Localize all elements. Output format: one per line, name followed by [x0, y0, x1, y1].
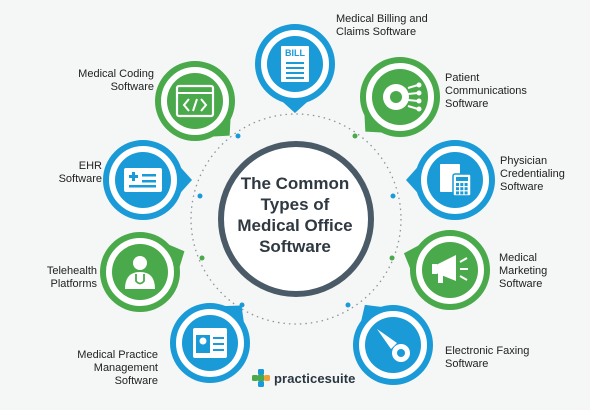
nodes-layer: BILL — [100, 24, 495, 385]
label-billing: Medical Billing and Claims Software — [336, 13, 428, 38]
label-telehealth: Telehealth Platforms — [46, 265, 97, 290]
health-card-icon — [124, 168, 162, 192]
node-marketing — [403, 230, 490, 310]
brand-logo: practicesuite — [252, 367, 356, 389]
label-marketing: Medical Marketing Software — [499, 252, 548, 290]
ring-dot — [389, 255, 395, 261]
node-practice-mgmt — [170, 303, 250, 383]
label-coding: Medical Coding Software — [78, 68, 154, 93]
profile-window-icon — [193, 328, 227, 358]
label-credentialing: Physician Credentialing Software — [500, 155, 565, 193]
node-billing: BILL — [255, 24, 335, 113]
label-practice-mgmt: Medical Practice Management Software — [77, 349, 158, 387]
dotted-ring — [190, 113, 402, 325]
center-title: The Common Types of Medical Office Softw… — [237, 174, 353, 256]
node-patient-comms — [360, 57, 440, 137]
brand-name: practicesuite — [274, 370, 356, 386]
node-coding — [155, 61, 235, 141]
code-window-icon — [175, 84, 215, 118]
label-ehr: EHR Software — [58, 160, 102, 185]
bill-document-icon: BILL — [281, 46, 309, 82]
calculator-document-icon — [440, 164, 472, 197]
ring-dot — [197, 193, 203, 199]
megaphone-icon — [432, 255, 468, 283]
gear-network-icon — [383, 82, 422, 112]
label-faxing: Electronic Faxing Software — [445, 345, 530, 370]
doctor-icon — [125, 256, 155, 289]
svg-text:BILL: BILL — [285, 48, 305, 58]
label-patient-comms: Patient Communications Software — [445, 72, 527, 110]
ring-dot — [345, 302, 351, 308]
ring-dot — [235, 133, 241, 139]
node-credentialing — [406, 140, 495, 220]
ring-dot — [352, 133, 358, 139]
center-circle — [218, 141, 374, 297]
ring-dot — [199, 255, 205, 261]
rocket-gear-icon — [377, 329, 410, 362]
ring-dot — [390, 193, 396, 199]
bubble-fill — [167, 73, 223, 129]
node-telehealth — [100, 232, 185, 312]
node-ehr — [103, 140, 192, 220]
node-faxing — [353, 304, 433, 385]
cross-logo-icon — [252, 369, 270, 387]
